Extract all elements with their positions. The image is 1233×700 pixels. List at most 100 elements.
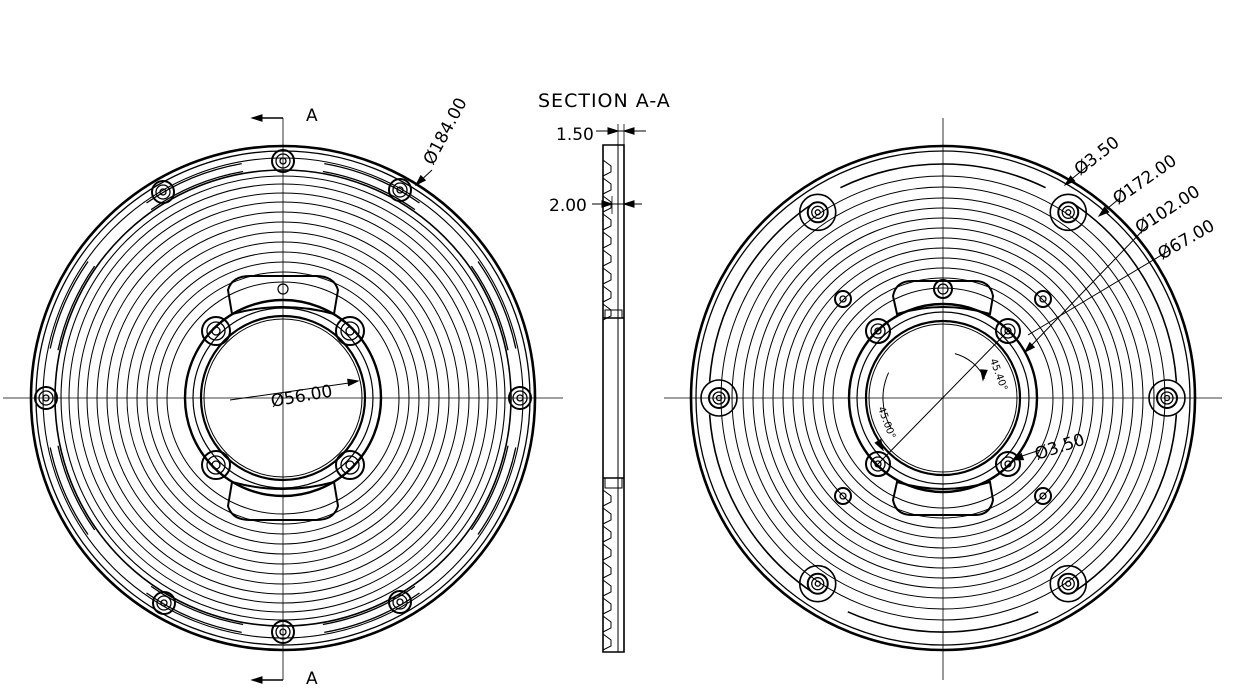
left-rim-hole-7-ring <box>155 184 171 200</box>
section-detail-bottom <box>602 615 612 633</box>
section-detail-top <box>602 159 612 177</box>
right-ring-7 <box>792 247 1094 549</box>
left-ring-8 <box>146 261 420 535</box>
left-bore <box>199 314 367 482</box>
hole-dia-inner-label: Ø3.50 <box>1032 430 1087 465</box>
section-detail-top <box>602 231 612 249</box>
left-hub-hole-1-boss <box>335 316 365 346</box>
section-detail-top <box>602 213 612 231</box>
right-mid-hole-0-ring <box>839 295 847 303</box>
left-ring-2 <box>86 201 480 595</box>
right-hub-outer <box>847 302 1039 494</box>
right-hub-hole-1-boss <box>995 318 1021 344</box>
right-lobe-1 <box>798 193 837 232</box>
right-rim-hole-0-boss <box>1057 201 1080 224</box>
outer-diameter-label: Ø184.00 <box>420 95 472 169</box>
right-ring-11 <box>832 287 1054 509</box>
left-hub-hole-3-boss <box>335 450 365 480</box>
section-detail-bottom <box>602 507 612 525</box>
bore-diameter-label: Ø56.00 <box>269 381 334 411</box>
angle-arc-b-arrow <box>874 438 884 452</box>
left-rim-hole-7-hole <box>159 188 167 196</box>
right-bore-inner <box>868 323 1018 473</box>
right-ring-9 <box>812 267 1074 529</box>
bore-dim-leader <box>229 381 357 401</box>
right-rim-hole-2-boss <box>1156 387 1178 409</box>
right-hub-hole-1-ring <box>1000 323 1016 339</box>
right-inner-boundary-0 <box>1073 203 1178 382</box>
left-hub-hole-2-boss <box>201 450 231 480</box>
thickness-2-arrow-a <box>601 200 614 208</box>
left-ring-7 <box>136 251 430 545</box>
left-rim-hole-4-hole <box>279 628 287 636</box>
left-hub-hole-0-ring <box>206 321 226 341</box>
right-mid-hole-3-boss <box>1034 487 1052 505</box>
left-rim-hole-0-hole <box>279 157 287 165</box>
section-detail-top <box>602 195 612 213</box>
left-slot-inner-5 <box>150 585 244 626</box>
right-hub-lug-bottom <box>891 480 995 516</box>
right-rim-hole-5-ring <box>712 391 726 405</box>
right-rim-hole-3-ring <box>1061 577 1075 591</box>
right-ring-5 <box>772 227 1114 569</box>
right-hub-outer-2 <box>856 311 1030 485</box>
left-rim-hole-3-boss <box>388 590 412 614</box>
right-bore <box>864 319 1022 477</box>
right-lobe-5 <box>700 379 738 417</box>
right-mid-hole-2-boss <box>834 487 852 505</box>
right-inner-boundary-3 <box>708 414 813 593</box>
left-rim-hole-4-boss <box>271 620 295 644</box>
right-ring-4 <box>762 217 1124 579</box>
left-rim-hole-2-ring <box>512 390 528 406</box>
left-slot-outer-3 <box>477 447 517 535</box>
right-lobe-4 <box>798 564 837 603</box>
left-hub-outer <box>183 298 383 498</box>
left-rim-hole-3-hole <box>396 598 404 606</box>
thickness-1-arrow-b <box>622 127 635 135</box>
section-detail-bottom <box>602 633 612 651</box>
left-slot-outer-7 <box>49 261 89 349</box>
leader-hole-outer-arrow <box>1063 175 1076 187</box>
section-detail-bottom <box>602 543 612 561</box>
section-step <box>604 477 623 489</box>
right-ring-6 <box>782 237 1104 559</box>
right-hub-top-hole-ring <box>937 283 949 295</box>
left-slot-inner-6 <box>57 445 96 531</box>
section-step <box>604 309 623 319</box>
left-ring-4 <box>106 221 460 575</box>
right-rim-hole-0-ring <box>1061 205 1075 219</box>
cut-arrow-top <box>250 114 263 122</box>
left-ring-1 <box>77 192 489 604</box>
right-hub-hole-0-hole <box>874 327 882 335</box>
section-detail-top <box>602 285 612 303</box>
left-rim-inner <box>54 169 512 627</box>
right-outer-edge-inner <box>695 150 1191 646</box>
cut-label-bottom: A <box>306 669 318 689</box>
left-hub-hole-3-hole <box>345 460 355 470</box>
left-hub-hole-2-ring <box>206 455 226 475</box>
left-slot-inner-0 <box>322 170 416 211</box>
right-rim-hole-3-boss <box>1057 572 1080 595</box>
right-inner-boundary-5 <box>840 163 1046 189</box>
thickness-dim-2: 2.00 <box>549 196 587 216</box>
right-hub-hole-3-boss <box>995 451 1021 477</box>
angle-label-b: 45.00° <box>875 405 897 440</box>
left-rim-hole-3-ring <box>392 594 408 610</box>
left-slot-inner-3 <box>470 445 509 531</box>
right-rim-hole-1-boss <box>806 201 829 224</box>
right-inner-boundary-2 <box>847 611 1039 633</box>
bore-dim-arrow <box>347 378 360 387</box>
left-slot-outer-6 <box>49 447 89 535</box>
left-hub-hole-3-ring <box>340 455 360 475</box>
left-hub-lug-top <box>226 275 340 316</box>
left-rim-hole-6-boss <box>34 386 58 410</box>
cut-label-top: A <box>306 106 318 126</box>
right-rim-hole-4-ring <box>811 577 825 591</box>
right-hub-hole-2-ring <box>870 456 886 472</box>
right-mid-hole-0-boss <box>834 290 852 308</box>
left-bore-inner <box>203 318 363 478</box>
section-outline <box>602 144 625 653</box>
left-rim-hole-0-boss <box>271 149 295 173</box>
right-hub-hole-2-boss <box>865 451 891 477</box>
left-rim-hole-7-boss <box>151 180 175 204</box>
